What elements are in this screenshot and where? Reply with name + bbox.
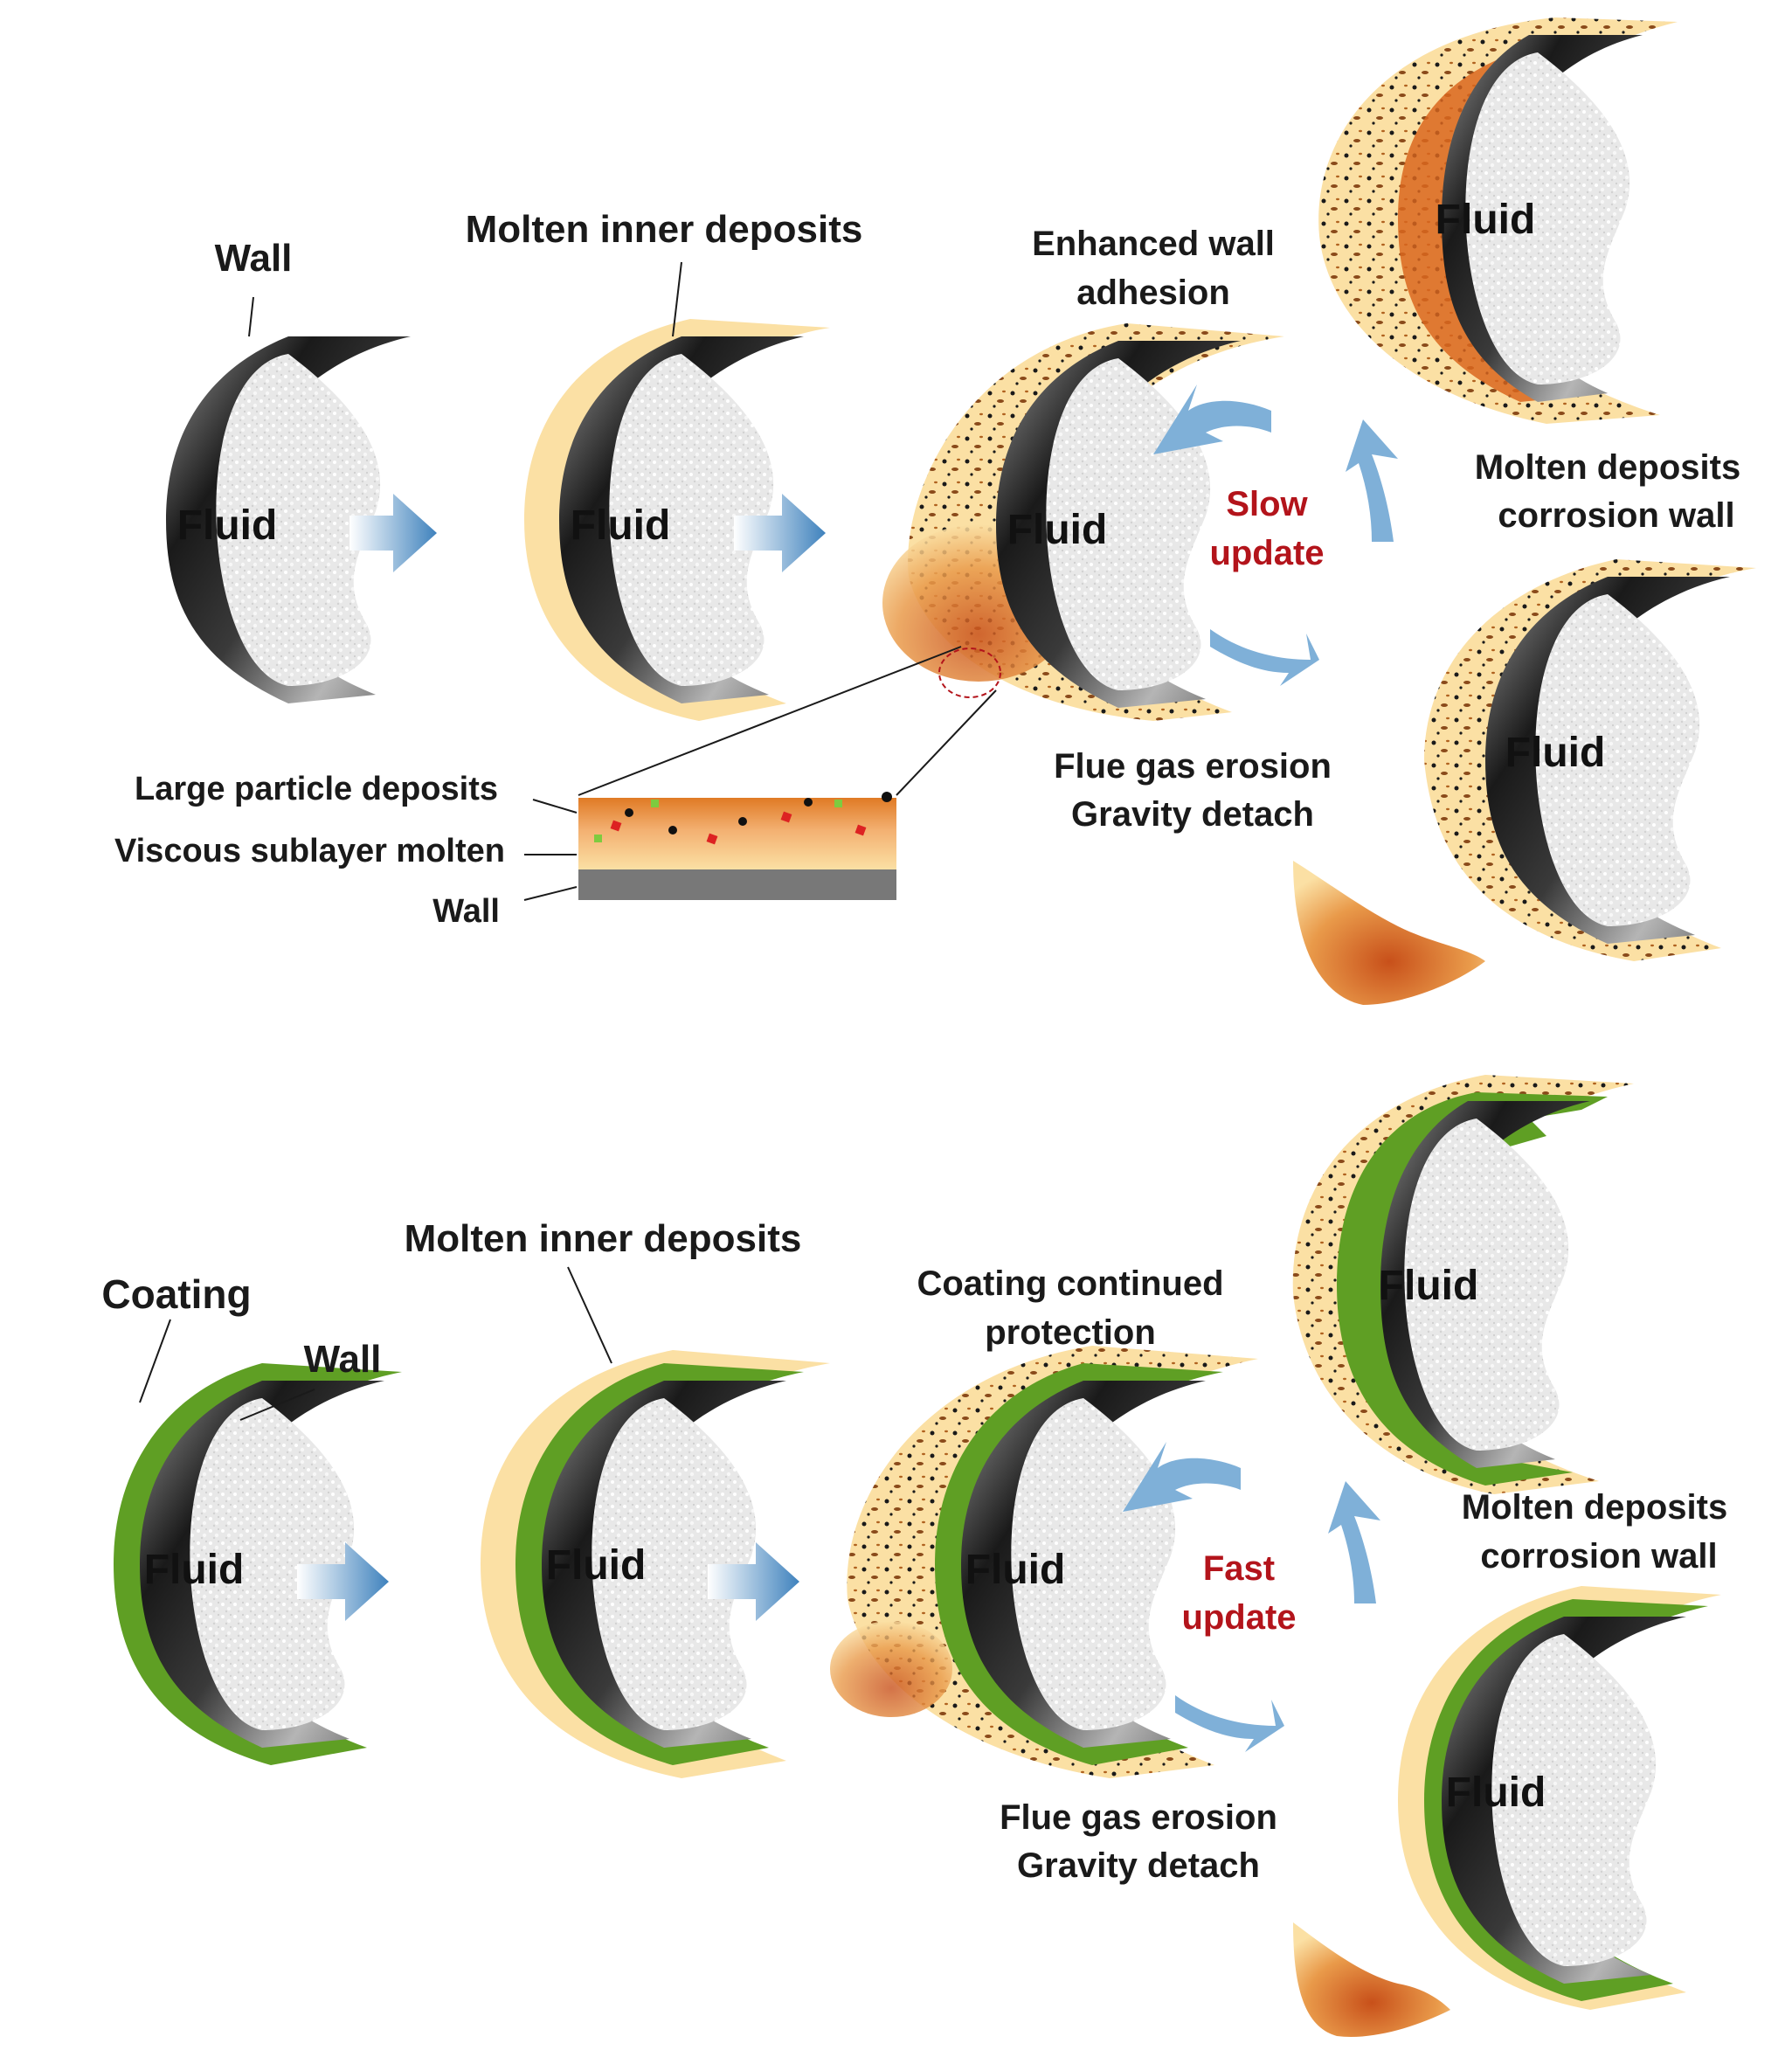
top-arrow-2 (734, 494, 826, 572)
inset-viscous-label: Viscous sublayer molten (114, 833, 505, 869)
wall-leader (248, 296, 254, 337)
slow-update-arrow-down (1210, 629, 1319, 686)
top-molten-inner-label: Molten inner deposits (466, 208, 863, 251)
bottom-erosion-label-2: Gravity detach (1017, 1846, 1260, 1885)
deposit-layer (1424, 559, 1756, 961)
fluid-label: Fluid (1379, 1263, 1479, 1309)
coating-leader (139, 1319, 171, 1403)
fluid-label: Fluid (571, 502, 671, 549)
deposit-layer (1318, 17, 1678, 424)
inset-wall-layer (578, 869, 896, 900)
enhanced-adhesion-label-2: adhesion (1076, 274, 1230, 312)
fast-update-arrow-down (1175, 1695, 1284, 1752)
bottom-tube-4: Fluid (1292, 1075, 1634, 1494)
top-tube-2: Fluid (524, 319, 830, 721)
coating-protection-label-2: protection (985, 1313, 1156, 1352)
fast-update-arrow-left (1123, 1442, 1241, 1512)
fast-update-label-1: Fast (1203, 1549, 1275, 1588)
bottom-arrow-2 (708, 1542, 799, 1621)
bottom-molten-inner-label: Molten inner deposits (405, 1217, 802, 1260)
inset-deposit-layer (578, 798, 896, 869)
molten-leader (672, 261, 682, 337)
slow-update-arrow-up (1346, 419, 1398, 542)
bottom-coating-label: Coating (101, 1271, 251, 1317)
top-corrosion-label-1: Molten deposits (1475, 448, 1740, 487)
inset-large-particle-label: Large particle deposits (135, 771, 498, 807)
fluid-label: Fluid (1446, 1770, 1546, 1816)
bottom-tube-2: Fluid (481, 1350, 830, 1778)
layer-inset (523, 646, 997, 901)
fast-update-arrow-up (1328, 1481, 1380, 1603)
molten-leader (567, 1266, 612, 1364)
fluid-label: Fluid (965, 1547, 1066, 1593)
top-tube-4: Fluid (1318, 17, 1678, 424)
top-tube-3: Fluid (882, 323, 1284, 721)
detached-deposit-fragment (1293, 861, 1485, 1005)
fluid-label: Fluid (1436, 197, 1536, 243)
top-corrosion-label-2: corrosion wall (1498, 496, 1734, 535)
fluid-label: Fluid (1007, 507, 1108, 553)
bottom-corrosion-label-2: corrosion wall (1480, 1537, 1717, 1576)
top-erosion-label-2: Gravity detach (1071, 795, 1314, 834)
bottom-tube-5: Fluid (1398, 1586, 1721, 2010)
top-tube-1: Fluid (166, 336, 411, 703)
slow-update-label-2: update (1209, 534, 1324, 572)
bottom-wall-label: Wall (304, 1338, 382, 1381)
top-wall-label: Wall (215, 237, 293, 280)
slow-update-arrow-left (1153, 384, 1271, 454)
zoom-circle (938, 648, 1001, 698)
top-arrow-1 (349, 494, 437, 572)
fluid-label: Fluid (144, 1547, 245, 1593)
bottom-arrow-1 (297, 1542, 389, 1621)
slow-update-label-1: Slow (1226, 485, 1308, 523)
top-tube-5: Fluid (1424, 559, 1756, 961)
fast-update-label-2: update (1181, 1598, 1296, 1637)
top-erosion-label-1: Flue gas erosion (1054, 747, 1332, 786)
bottom-tube-3: Fluid (830, 1346, 1258, 1778)
fluid-label: Fluid (1505, 730, 1606, 776)
wall-leader (239, 1389, 315, 1421)
detached-deposit-fragment (1293, 1922, 1450, 2037)
inset-wall-label: Wall (432, 893, 500, 930)
coating-protection-label-1: Coating continued (917, 1264, 1223, 1303)
bottom-corrosion-label-1: Molten deposits (1462, 1488, 1727, 1527)
fluid-label: Fluid (177, 502, 278, 549)
corrosion-spikes (1398, 44, 1608, 402)
enhanced-adhesion-label-1: Enhanced wall (1032, 225, 1275, 263)
fluid-label: Fluid (546, 1542, 647, 1589)
deposit-blob (830, 1621, 952, 1717)
bottom-erosion-label-1: Flue gas erosion (1000, 1798, 1277, 1837)
bottom-tube-1: Fluid (114, 1363, 402, 1765)
